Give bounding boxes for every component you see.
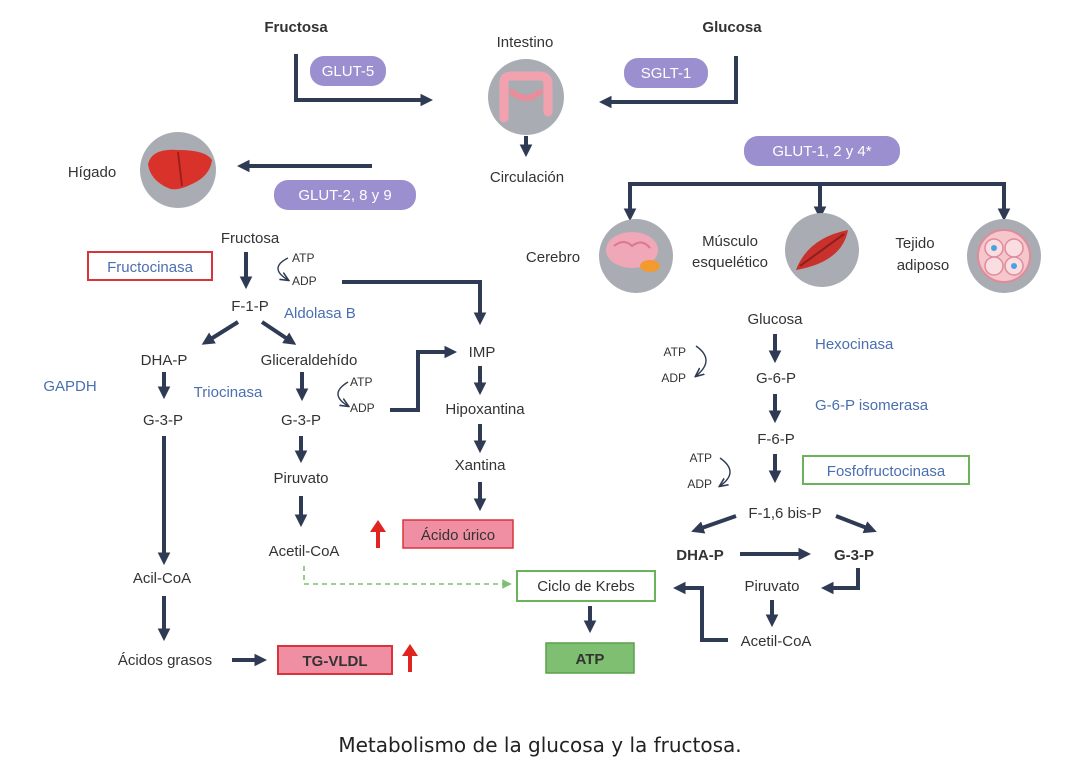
glut5-label: GLUT-5: [322, 63, 375, 80]
brain-icon: [599, 219, 673, 293]
glut124-pill: GLUT-1, 2 y 4*: [744, 136, 900, 166]
glut2-pill: GLUT-2, 8 y 9: [274, 180, 416, 210]
fructose-substrate: Fructosa: [221, 230, 280, 247]
glucose-substrate: Glucosa: [747, 311, 803, 328]
glucose-to-intestine-arrow: [598, 56, 738, 109]
dhap-left-label: DHA-P: [141, 352, 188, 369]
fructokinase-label: Fructocinasa: [107, 259, 194, 276]
phosphofructokinase-label: Fosfofructocinasa: [827, 463, 946, 480]
imp-label: IMP: [469, 344, 496, 361]
triokinase-label: Triocinasa: [194, 384, 263, 401]
adp-label-3: ADP: [661, 371, 686, 385]
uric-acid-label: Ácido úrico: [421, 527, 495, 544]
muscle-icon: [785, 213, 859, 287]
g6p-isomerase-label: G-6-P isomerasa: [815, 397, 929, 414]
liver-icon: [140, 132, 216, 208]
adipose-icon: [967, 219, 1041, 293]
adp-label-2: ADP: [350, 401, 375, 415]
acetylcoa-to-krebs-arrow: [672, 581, 728, 642]
adp-to-imp-arrow: [342, 280, 487, 326]
f16bp-to-g3p-arrow: [835, 514, 877, 534]
increase-arrow-tgvldl: [402, 644, 418, 672]
atp-output-box: ATP: [545, 642, 635, 674]
adipose-label-2: adiposo: [897, 257, 950, 274]
sglt1-label: SGLT-1: [641, 65, 692, 82]
f1p-to-dhap-arrow: [201, 320, 240, 345]
adp2-to-imp-arrow: [390, 345, 458, 412]
atp-adp-curve-1: [277, 257, 288, 280]
glyceraldehyde-label: Gliceraldehído: [261, 352, 358, 369]
glucose-source-label: Glucosa: [702, 19, 762, 36]
muscle-label-2: esquelético: [692, 254, 768, 271]
f1p-label: F-1-P: [231, 298, 269, 315]
hexokinase-label: Hexocinasa: [815, 336, 894, 353]
gapdh-label: GAPDH: [43, 378, 96, 395]
glut5-pill: GLUT-5: [310, 56, 386, 86]
tg-vldl-box: TG-VLDL: [277, 645, 393, 675]
intestine-icon: [488, 59, 564, 135]
liver-label: Hígado: [68, 164, 116, 181]
krebs-box: Ciclo de Krebs: [516, 570, 656, 602]
g3p-mid-label: G-3-P: [281, 412, 321, 429]
hypoxanthine-label: Hipoxantina: [445, 401, 525, 418]
pyruvate-right-label: Piruvato: [744, 578, 799, 595]
f16bp-label: F-1,6 bis-P: [748, 505, 821, 522]
brain-label: Cerebro: [526, 249, 580, 266]
g3p-left-label: G-3-P: [143, 412, 183, 429]
sglt1-pill: SGLT-1: [624, 58, 708, 88]
acetylcoa-to-krebs-dashed-arrow: [303, 566, 512, 589]
atp-label-3: ATP: [664, 345, 686, 359]
acylcoa-label: Acil-CoA: [133, 570, 191, 587]
fatty-acids-label: Ácidos grasos: [118, 652, 212, 669]
xanthine-label: Xantina: [455, 457, 507, 474]
acetylcoa-right-label: Acetil-CoA: [741, 633, 812, 650]
atp-label-4: ATP: [690, 451, 712, 465]
dhap-right-label: DHA-P: [676, 547, 724, 564]
f6p-label: F-6-P: [757, 431, 795, 448]
atp-output-label: ATP: [576, 651, 605, 668]
tg-vldl-label: TG-VLDL: [303, 653, 368, 670]
acetylcoa-left-label: Acetil-CoA: [269, 543, 340, 560]
phosphofructokinase-box: Fosfofructocinasa: [802, 455, 970, 485]
adp-label-1: ADP: [292, 274, 317, 288]
atp-label-1: ATP: [292, 251, 314, 265]
figure-caption: Metabolismo de la glucosa y la fructosa.: [338, 733, 741, 757]
f1p-to-glyceraldehyde-arrow: [260, 320, 297, 345]
uric-acid-box: Ácido úrico: [402, 519, 514, 549]
increase-arrow-acetylcoa: [370, 520, 386, 548]
g3p-right-label: G-3-P: [834, 547, 874, 564]
fructose-to-intestine-arrow: [294, 54, 434, 107]
atp-adp-curve-3: [696, 345, 707, 376]
atp-adp-curve-4: [720, 457, 731, 486]
g3p-to-pyruvate-arrow: [820, 568, 860, 595]
fructokinase-box: Fructocinasa: [87, 251, 213, 281]
atp-adp-curve-2: [337, 381, 348, 406]
intestine-label: Intestino: [497, 34, 554, 51]
g6p-label: G-6-P: [756, 370, 796, 387]
krebs-label: Ciclo de Krebs: [537, 578, 635, 595]
muscle-label-1: Músculo: [702, 233, 758, 250]
circulation-label: Circulación: [490, 169, 564, 186]
adp-label-4: ADP: [687, 477, 712, 491]
glut2-label: GLUT-2, 8 y 9: [298, 187, 391, 204]
f16bp-to-dhap-arrow: [691, 514, 737, 534]
aldolase-b-label: Aldolasa B: [284, 305, 356, 322]
adipose-label-1: Tejido: [895, 235, 934, 252]
atp-label-2: ATP: [350, 375, 372, 389]
pyruvate-left-label: Piruvato: [273, 470, 328, 487]
fructose-source-label: Fructosa: [264, 19, 328, 36]
glut124-label: GLUT-1, 2 y 4*: [772, 143, 871, 160]
